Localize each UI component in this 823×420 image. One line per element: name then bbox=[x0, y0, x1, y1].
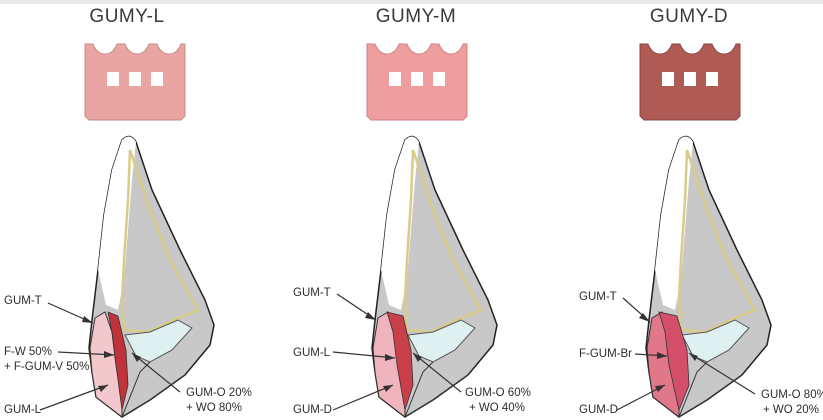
tooth-cross-section bbox=[646, 136, 771, 417]
label-right-1: GUM-O 80% bbox=[761, 389, 823, 401]
tooth-diagram: GUM-T GUM-L GUM-D GUM-O 60% + WO 40% bbox=[283, 0, 557, 420]
label-right-1: GUM-O 20% bbox=[186, 387, 252, 399]
swatch-window bbox=[684, 72, 696, 86]
shade-swatch bbox=[85, 44, 185, 120]
label-mid-2: + F-GUM-V 50% bbox=[4, 361, 89, 373]
label-mid-1: F-GUM-Br bbox=[579, 348, 632, 360]
shade-swatch bbox=[367, 44, 467, 120]
swatch-window bbox=[706, 72, 718, 86]
label-bottom: GUM-D bbox=[579, 404, 618, 416]
shade-swatch bbox=[640, 44, 740, 120]
label-bottom: GUM-D bbox=[293, 404, 332, 416]
swatch-window bbox=[433, 72, 445, 86]
tooth-cross-section bbox=[372, 136, 497, 417]
panel-gumy-m: GUMY-M GUM-T GUM-L bbox=[283, 0, 557, 420]
swatch-window bbox=[389, 72, 401, 86]
panel-gumy-d: GUMY-D GUM-T F-GUM-Br bbox=[557, 0, 823, 420]
label-right-2: + WO 80% bbox=[186, 402, 242, 414]
tooth-cross-section bbox=[89, 136, 214, 417]
label-mid-1: GUM-L bbox=[293, 347, 331, 359]
label-gum-t: GUM-T bbox=[579, 291, 617, 303]
label-bottom: GUM-L bbox=[4, 404, 42, 416]
swatch-window bbox=[662, 72, 674, 86]
swatch-window bbox=[151, 72, 163, 86]
label-gum-t: GUM-T bbox=[4, 295, 42, 307]
swatch-window bbox=[129, 72, 141, 86]
swatch-window bbox=[411, 72, 423, 86]
tooth-diagram: GUM-T F-W 50% + F-GUM-V 50% GUM-L GUM-O … bbox=[0, 0, 274, 420]
tooth-diagram: GUM-T F-GUM-Br GUM-D GUM-O 80% + WO 20% bbox=[557, 0, 823, 420]
label-mid-1: F-W 50% bbox=[4, 346, 52, 358]
panel-gumy-l: GUMY-L GUM-T F-W 50% bbox=[0, 0, 274, 420]
label-right-1: GUM-O 60% bbox=[465, 387, 531, 399]
label-right-2: + WO 20% bbox=[763, 404, 819, 416]
label-gum-t: GUM-T bbox=[293, 287, 331, 299]
swatch-window bbox=[107, 72, 119, 86]
label-right-2: + WO 40% bbox=[469, 402, 525, 414]
